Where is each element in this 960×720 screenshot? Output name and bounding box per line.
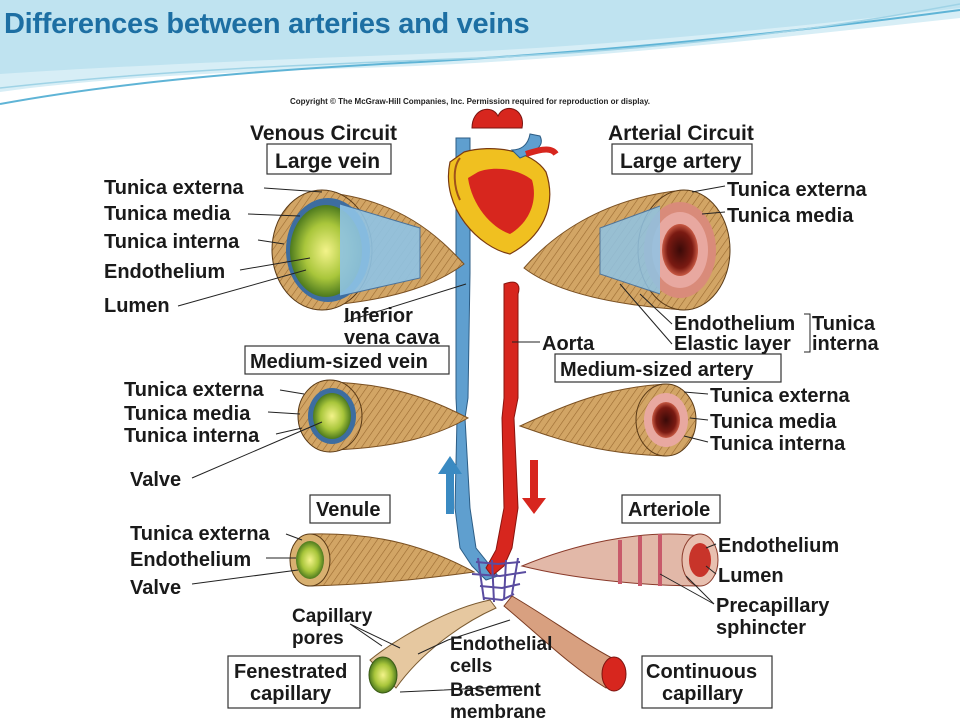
vessel-diagram-svg: Copyright © The McGraw-Hill Companies, I… <box>104 97 880 720</box>
tunica-interna-label-line1: Tunica <box>812 313 876 335</box>
venule-valve-label: Valve <box>130 577 181 599</box>
ivc-label-line2: vena cava <box>344 327 441 349</box>
medium-vein-tunica-media-label: Tunica media <box>124 403 251 425</box>
aorta-vessel <box>485 281 520 577</box>
header-wave-mid <box>0 0 960 74</box>
venule-box <box>309 494 391 524</box>
arteriole-box <box>621 494 721 524</box>
venous-circuit-heading: Venous Circuit <box>250 122 397 145</box>
medium-artery-box <box>554 353 782 383</box>
slide-title: Differences between arteries and veins <box>4 8 530 40</box>
elastic-layer-label: Elastic layer <box>674 333 791 355</box>
medium-artery-tunica-interna-label: Tunica interna <box>710 433 846 455</box>
capillary-bed <box>471 557 527 603</box>
continuous-capillary-box <box>641 655 773 709</box>
tunica-interna-label-line2: interna <box>812 333 880 355</box>
medium-vein-valve-label: Valve <box>130 469 181 491</box>
venule-endothelium-label: Endothelium <box>130 549 251 571</box>
large-artery-tunica-externa-label: Tunica externa <box>727 179 868 201</box>
venule-illustration <box>289 533 476 587</box>
continuous-capillary-label-line2: capillary <box>662 683 744 705</box>
vessel-diagram: Copyright © The McGraw-Hill Companies, I… <box>100 88 890 720</box>
tunica-interna-bracket <box>804 313 811 353</box>
large-vein-tunica-interna-label: Tunica interna <box>104 231 240 253</box>
large-vein-illustration <box>271 189 465 311</box>
continuous-capillary-tube <box>503 595 627 692</box>
fenestrated-capillary-label-line2: capillary <box>250 683 332 705</box>
endothelium-label: Endothelium <box>674 313 795 335</box>
endothelial-cells-label-line1: Endothelial <box>450 634 552 655</box>
large-vein-lumen-label: Lumen <box>104 295 170 317</box>
basement-membrane-label-line1: Basement <box>450 680 541 701</box>
arterial-circuit-heading: Arterial Circuit <box>608 122 754 145</box>
large-artery-tunica-media-label: Tunica media <box>727 205 854 227</box>
fenestrated-capillary-label-line1: Fenestrated <box>234 661 347 683</box>
aorta-label: Aorta <box>542 333 595 355</box>
medium-vein-tunica-interna-label: Tunica interna <box>124 425 260 447</box>
leader-lines <box>177 185 726 693</box>
arteriole-label: Arteriole <box>628 499 710 521</box>
arterial-flow-arrow <box>522 460 546 514</box>
fenestrated-capillary-box <box>227 655 361 709</box>
arteriole-endothelium-label: Endothelium <box>718 535 839 557</box>
continuous-capillary-label-line1: Continuous <box>646 661 757 683</box>
large-vein-box <box>266 143 392 175</box>
heart-illustration <box>447 107 559 255</box>
precapillary-sphincter-label-line1: Precapillary <box>716 595 830 617</box>
basement-membrane-label-line2: membrane <box>450 702 546 720</box>
large-vein-tunica-media-label: Tunica media <box>104 203 231 225</box>
medium-artery-tunica-externa-label: Tunica externa <box>710 385 851 407</box>
medium-vein-tunica-externa-label: Tunica externa <box>124 379 265 401</box>
large-vein-endothelium-label: Endothelium <box>104 261 225 283</box>
fenestrated-capillary-tube <box>368 599 497 694</box>
capillary-pores-label-line2: pores <box>292 628 344 649</box>
large-artery-box <box>611 143 753 175</box>
venule-label: Venule <box>316 499 380 521</box>
capillary-pores-label-line1: Capillary <box>292 606 373 627</box>
venous-flow-arrow <box>438 456 462 514</box>
medium-artery-illustration <box>518 383 697 457</box>
medium-vein-illustration <box>297 379 470 453</box>
copyright-text: Copyright © The McGraw-Hill Companies, I… <box>290 97 650 106</box>
endothelial-cells-label-line2: cells <box>450 656 492 677</box>
medium-artery-tunica-media-label: Tunica media <box>710 411 837 433</box>
medium-vein-label: Medium-sized vein <box>250 351 428 373</box>
arteriole-lumen-label: Lumen <box>718 565 784 587</box>
header-wave-line-2 <box>0 3 960 89</box>
large-artery-label: Large artery <box>620 150 742 173</box>
large-vein-tunica-externa-label: Tunica externa <box>104 177 245 199</box>
medium-artery-label: Medium-sized artery <box>560 359 754 381</box>
medium-vein-box <box>244 345 450 375</box>
ivc-label-line1: Inferior <box>344 305 413 327</box>
venule-tunica-externa-label: Tunica externa <box>130 523 271 545</box>
large-artery-illustration <box>523 189 731 311</box>
precapillary-sphincter-label-line2: sphincter <box>716 617 806 639</box>
large-vein-label: Large vein <box>275 150 380 173</box>
